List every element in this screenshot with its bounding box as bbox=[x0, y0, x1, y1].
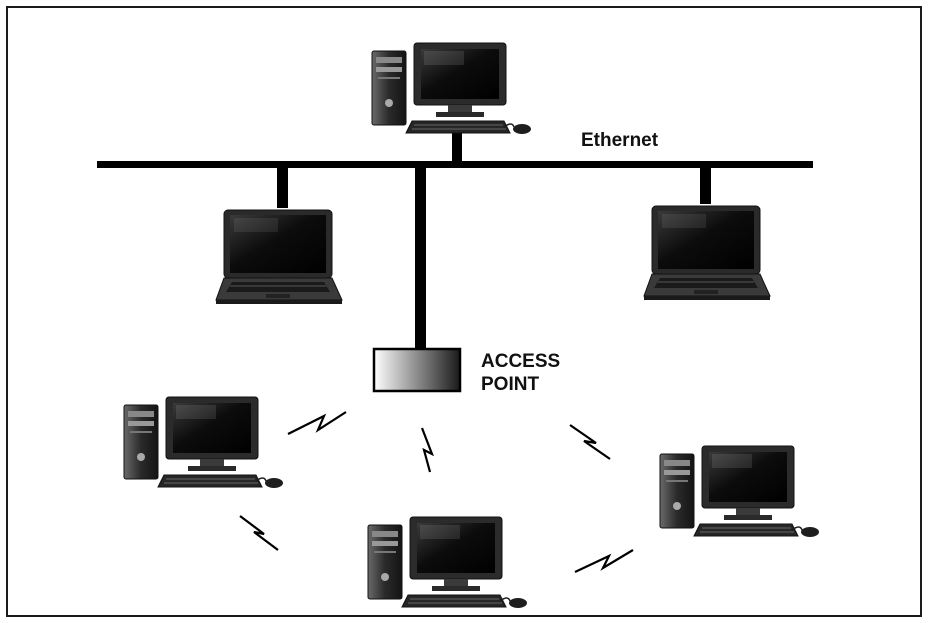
laptop-left-drop-line bbox=[277, 166, 288, 208]
ethernet-label: Ethernet bbox=[581, 130, 659, 151]
server-desktop-icon bbox=[371, 42, 532, 135]
wireless-desktop-right-icon bbox=[659, 445, 820, 538]
wireless-signal-icon bbox=[420, 427, 435, 473]
access-point-icon bbox=[372, 347, 462, 393]
wireless-desktop-bottom-icon bbox=[367, 516, 528, 609]
wireless-signal-icon bbox=[239, 515, 279, 551]
wireless-signal-icon bbox=[287, 411, 347, 435]
server-drop-line bbox=[452, 124, 462, 162]
access-point-label-line2: POINT bbox=[481, 374, 539, 395]
wireless-signal-icon bbox=[569, 424, 611, 460]
wireless-desktop-left-icon bbox=[123, 396, 284, 489]
laptop-right-drop-line bbox=[700, 166, 711, 204]
access-point-drop-line bbox=[415, 166, 426, 350]
wireless-signal-icon bbox=[574, 549, 634, 573]
laptop-left-icon bbox=[215, 209, 343, 305]
laptop-right-icon bbox=[643, 205, 771, 301]
ethernet-backbone bbox=[97, 161, 813, 168]
access-point-label-line1: ACCESS bbox=[481, 351, 560, 372]
